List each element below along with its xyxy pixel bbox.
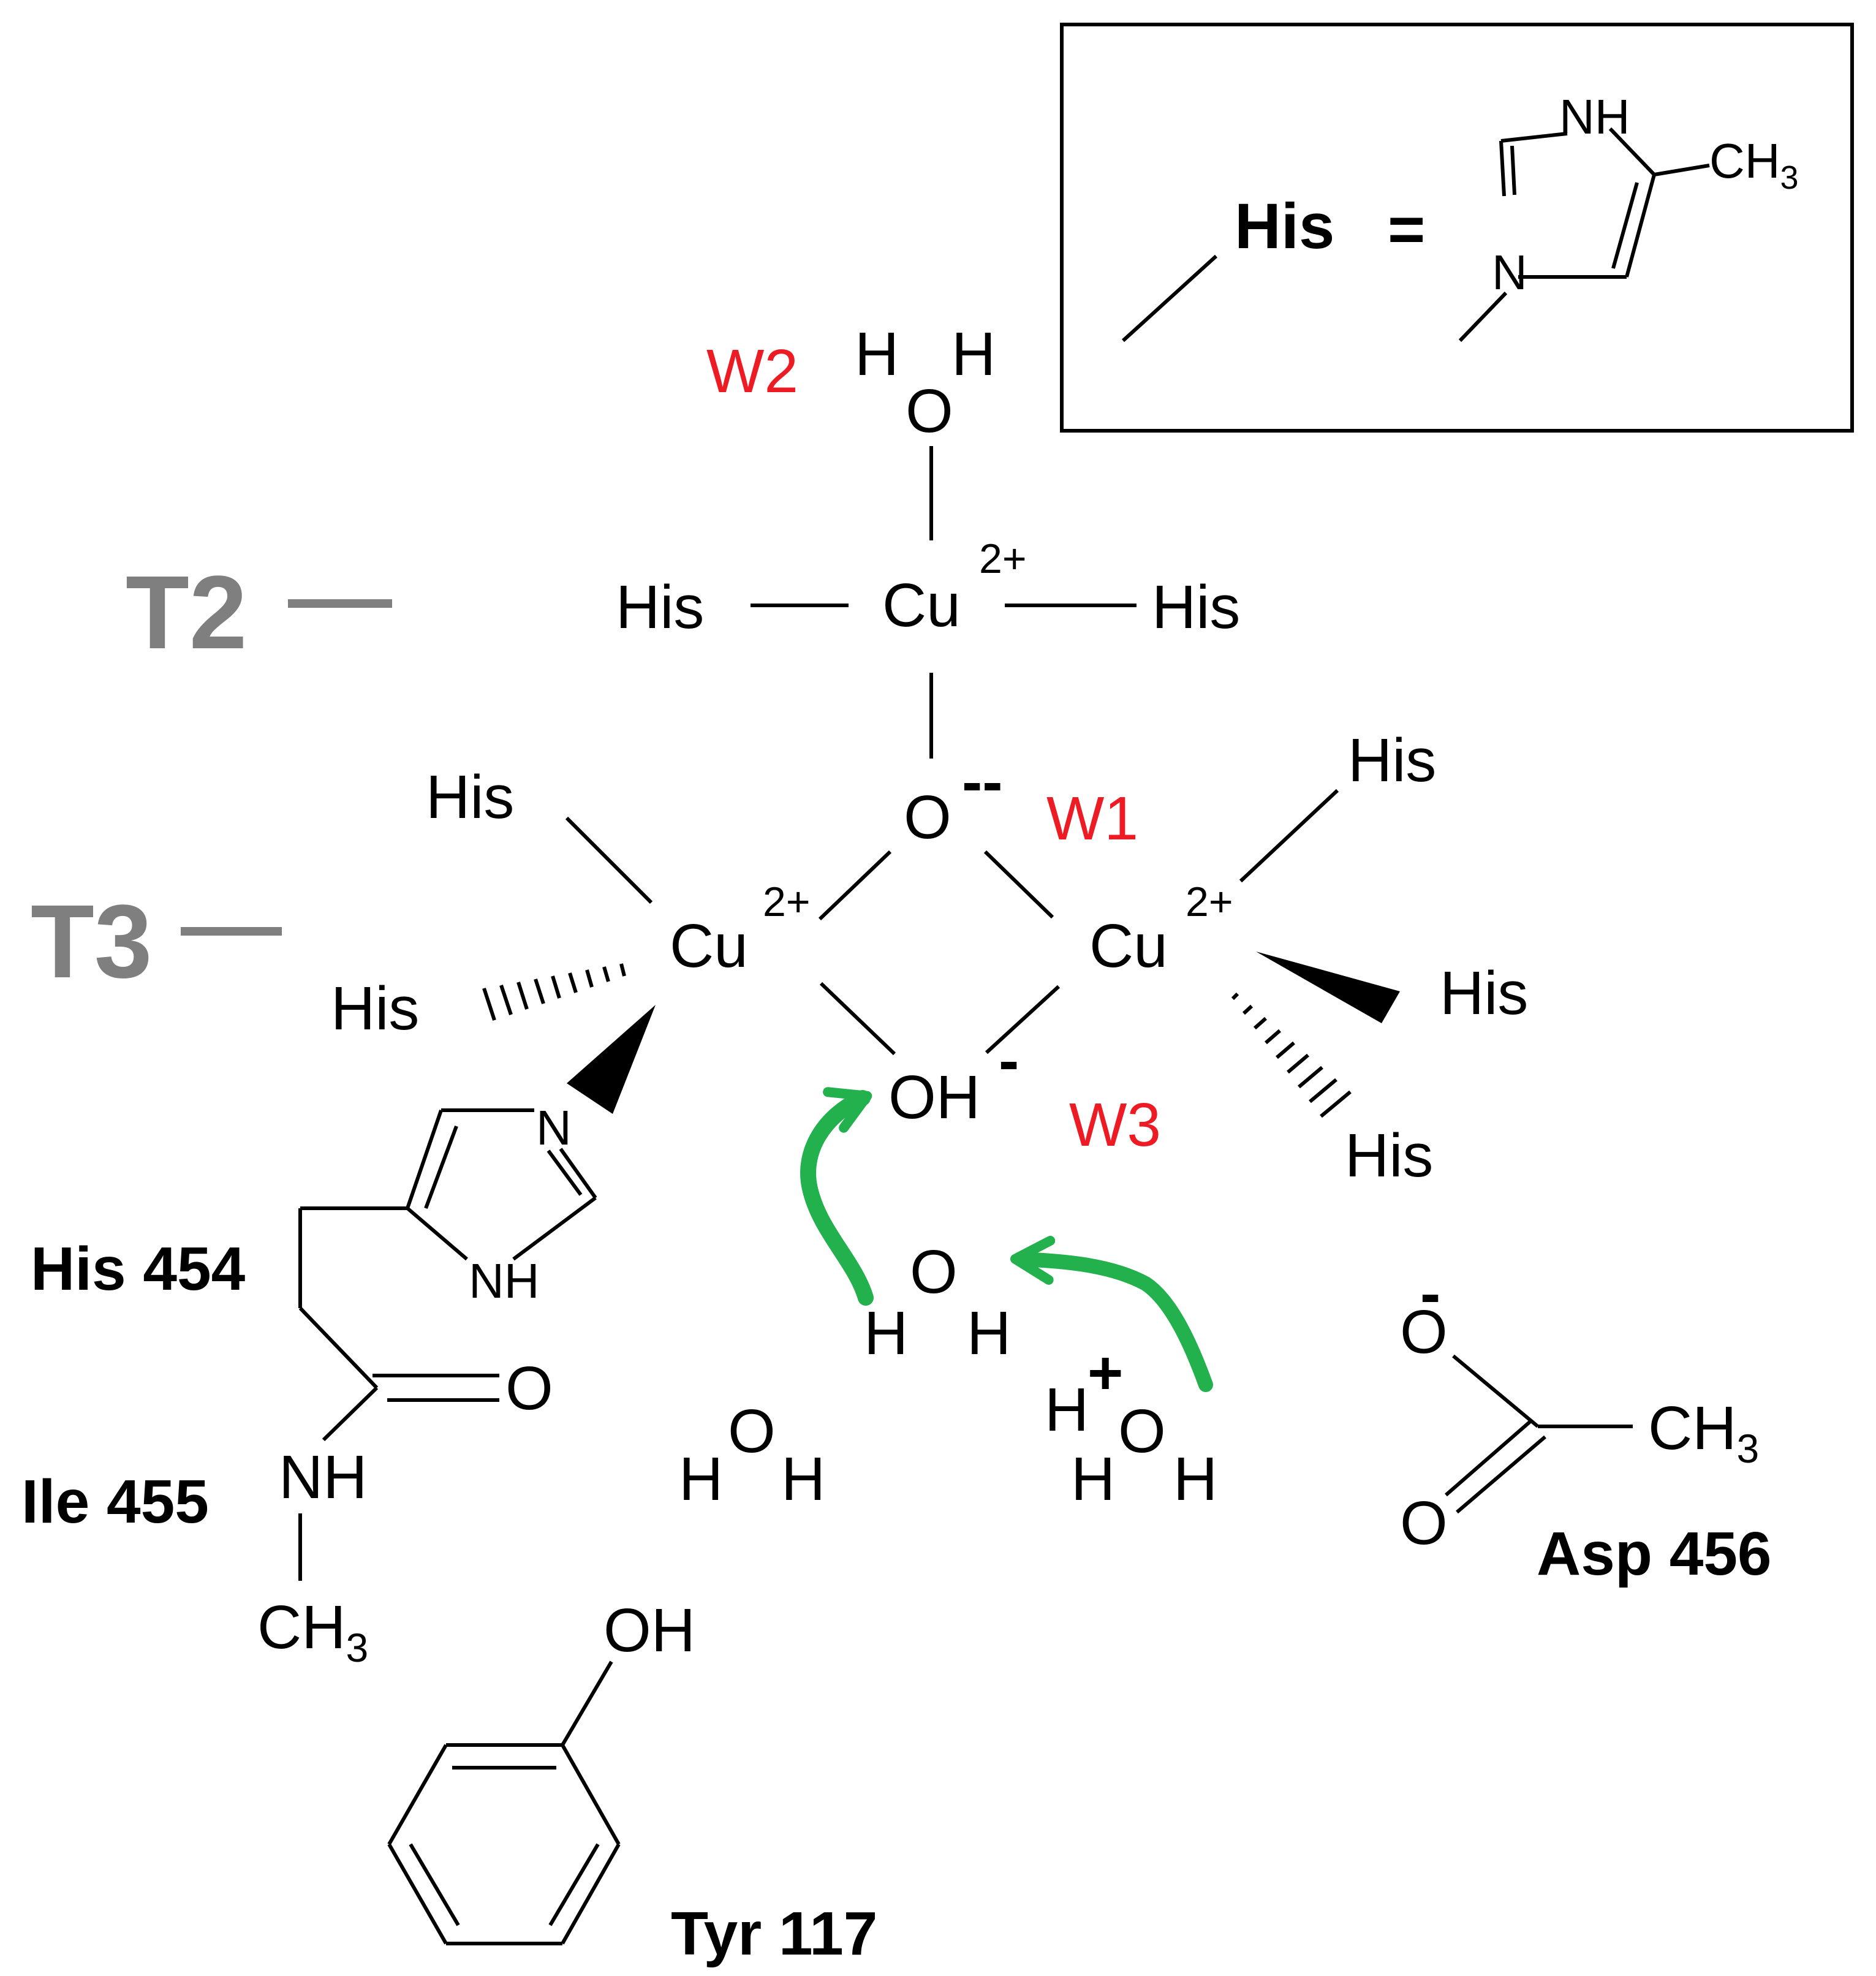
t3-left-copper-label: Cu [670, 912, 748, 980]
hydronium-h-right: H [1173, 1445, 1217, 1513]
his454-ring [298, 1108, 597, 1581]
hydronium-h-left: H [1071, 1445, 1115, 1513]
curved-arrow-icon [1010, 1235, 1213, 1392]
tyr117-side-chain: OH Tyr 117 [387, 1596, 877, 1968]
amide-methyl-sub: 3 [346, 1625, 368, 1670]
carboxylate-o-bottom: O [1400, 1489, 1448, 1558]
curved-arrow-icon [800, 1087, 874, 1306]
t3-right-wedge-bond [1256, 952, 1400, 1023]
t3-right-copper-label: Cu [1089, 912, 1168, 980]
w2-h-right: H [951, 320, 996, 388]
relay-water-h-left: H [864, 1299, 908, 1368]
t2-label: T2 [126, 555, 247, 671]
hydronium-charge: + [1087, 1339, 1123, 1407]
w2-h-left: H [855, 320, 899, 388]
imidazole-ring [1458, 127, 1710, 343]
asp-methyl-ch: CH [1648, 1394, 1736, 1463]
t3-left-his-top: His [426, 763, 514, 831]
asp-methyl-sub: 3 [1736, 1426, 1759, 1471]
phenol-oh: OH [603, 1596, 695, 1665]
t3-right-his-bottom: His [1345, 1121, 1433, 1190]
his454-label: His 454 [31, 1235, 246, 1303]
free-water-h-left: H [679, 1445, 723, 1513]
legend-methyl-sub: 3 [1780, 159, 1799, 196]
t3-right-his-mid: His [1440, 959, 1528, 1028]
legend-equals: = [1388, 194, 1425, 265]
his454-ring-n: N [536, 1100, 572, 1155]
hydroxo-right-bond [985, 985, 1061, 1054]
amide-methyl: CH3 [257, 1593, 368, 1670]
carboxylate-bonds [1445, 1354, 1633, 1514]
w1-label: W1 [1046, 784, 1138, 853]
hydroxo-oh: OH [888, 1063, 980, 1132]
legend-methyl: CH3 [1709, 134, 1799, 196]
tyr117-label: Tyr 117 [671, 1899, 877, 1968]
t3-left-copper: His Cu 2+ His [331, 763, 896, 1114]
t3-left-hashed-bond [482, 963, 626, 1021]
carbonyl-oxygen: O [505, 1354, 553, 1423]
bridge-oxygen: O [904, 783, 951, 852]
carboxylate-charge: - [1420, 1259, 1440, 1328]
t2-copper: Cu [882, 571, 961, 640]
t3-left-copper-charge: 2+ [763, 879, 811, 925]
t2-his-left: His [616, 573, 704, 642]
t3-right-his-top-bond [1239, 789, 1339, 883]
w3-label: W3 [1069, 1091, 1161, 1159]
hydronium-h-top: H [1045, 1376, 1089, 1444]
carboxylate-o-top: O [1400, 1298, 1448, 1366]
t2-center: W2 H H O His Cu 2+ His [616, 320, 1240, 759]
free-water-o: O [728, 1397, 776, 1466]
legend-n: N [1492, 245, 1527, 300]
t3-label: T3 [31, 884, 152, 1000]
amide-methyl-ch: CH [257, 1593, 346, 1662]
bridge-o-right-bond [983, 850, 1054, 919]
t3-right-his-top: His [1348, 726, 1436, 795]
legend-nh: NH [1559, 89, 1630, 144]
his454-ring-nh: NH [469, 1254, 540, 1308]
asp-methyl: CH3 [1648, 1394, 1759, 1471]
legend-methyl-ch: CH [1709, 134, 1780, 188]
hydronium-o: O [1118, 1397, 1166, 1466]
proton-relay: O H H H + O H H O H H [679, 1087, 1217, 1513]
t3-left-his-top-bond [565, 816, 653, 904]
ile455-label: Ile 455 [21, 1467, 209, 1536]
t3-left-his-mid: His [331, 974, 419, 1043]
t3-left-wedge-bond [567, 1005, 656, 1114]
free-water-h-right: H [781, 1445, 825, 1513]
t2-his-right: His [1152, 573, 1240, 642]
w2-label: W2 [706, 337, 798, 406]
phenol-ring [387, 1660, 621, 1945]
t3-right-hashed-bond [1231, 992, 1352, 1118]
asp456-side-chain: O - CH3 O Asp 456 [1400, 1259, 1772, 1588]
t2-copper-charge: 2+ [979, 536, 1027, 582]
relay-water-h-right: H [967, 1299, 1011, 1368]
relay-water-o: O [910, 1238, 958, 1306]
legend-frame [1060, 23, 1854, 433]
w2-oxygen: O [906, 377, 953, 445]
asp456-label: Asp 456 [1537, 1520, 1772, 1588]
hydroxo-charge: - [999, 1026, 1019, 1095]
t3-right-copper: Cu 2+ His His His [983, 726, 1528, 1190]
legend-bond [1121, 254, 1218, 343]
bridge-oxygen-charge: -- [962, 748, 1003, 816]
legend-his-label: His [1235, 191, 1334, 262]
bridge-o-left-bond [818, 850, 892, 921]
t3-right-copper-charge: 2+ [1186, 879, 1233, 925]
hydroxo-left-bond [819, 982, 896, 1056]
w3-center: OH - W3 [888, 1026, 1161, 1159]
w1-center: O -- W1 [904, 748, 1138, 853]
amide-nh: NH [279, 1443, 367, 1512]
his-legend: His = NH N CH3 [1060, 23, 1854, 433]
site-labels: T2 T3 [31, 555, 392, 1000]
his454-side-chain: N NH His 454 O NH Ile 455 CH3 [21, 1100, 597, 1670]
